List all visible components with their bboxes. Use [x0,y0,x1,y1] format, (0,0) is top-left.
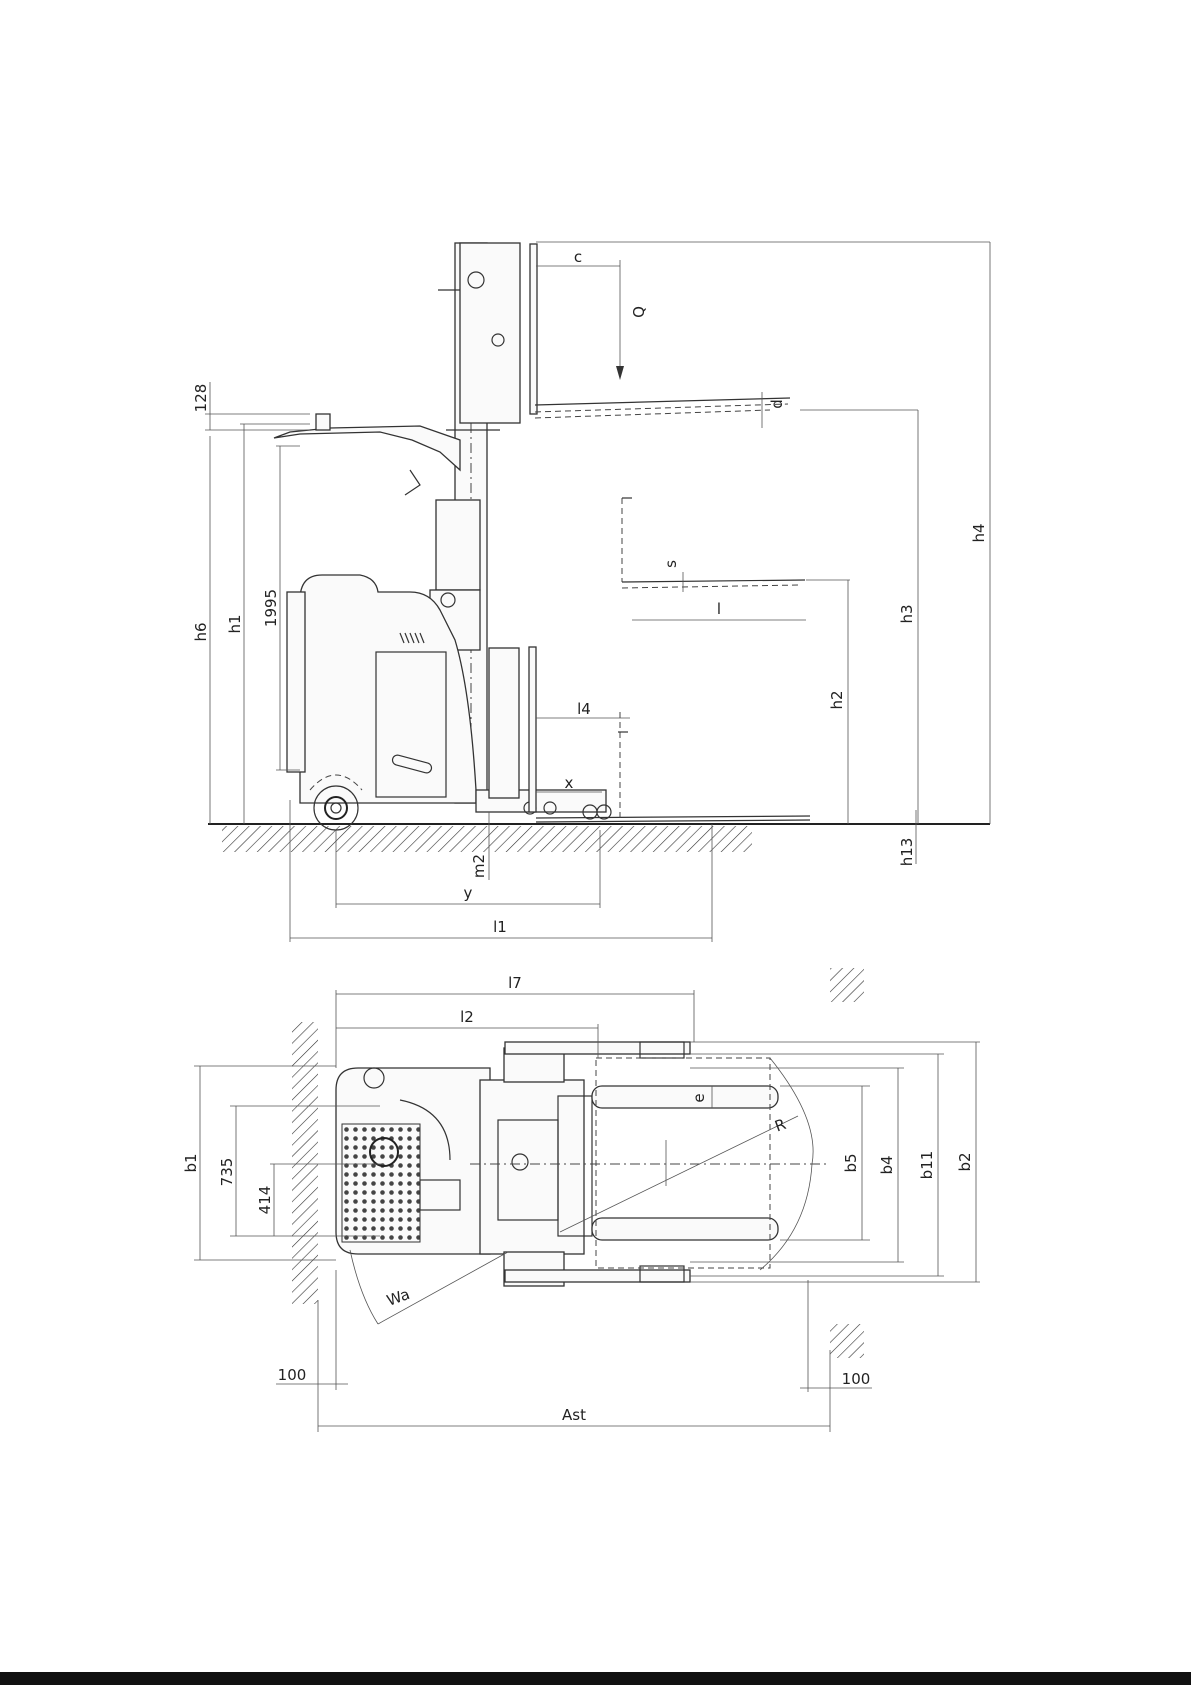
dim-e-label: e [690,1093,708,1102]
dim-l-label: l [717,600,721,618]
dim-l2-label: l2 [460,1008,474,1026]
dim-Ast-label: Ast [562,1406,586,1424]
dim-h4-label: h4 [970,523,988,542]
operator-back-rest [287,592,305,772]
dim-d-label: d [768,399,786,409]
mid-fork [622,498,805,588]
dim-128-label: 128 [192,384,210,413]
warning-light [316,414,330,430]
control-lever [405,470,420,495]
dim-414-label: 414 [256,1186,274,1215]
bottom-bar [0,1672,1191,1685]
dim-s-label: s [662,560,680,568]
raised-carriage [438,243,790,423]
overhead-guard [274,426,460,470]
dim-b11-label: b11 [918,1151,936,1180]
lower-right-wall-hatch [830,1324,864,1358]
dim-c-label: c [574,248,582,266]
top-view: R Wa l7 l2 e b5 b4 b11 b2 [182,968,980,1432]
dim-l7-label: l7 [508,974,522,992]
base-leg-upper [505,1042,690,1054]
dim-m2-label: m2 [470,854,488,878]
base-leg-lower [505,1270,690,1282]
dim-h6-label: h6 [192,622,210,641]
dim-1995-label: 1995 [262,589,280,627]
fork-upper [592,1086,778,1108]
dim-735-label: 735 [218,1158,236,1187]
dim-h13-label: h13 [898,838,916,867]
wa-arc [350,1250,378,1324]
dim-b5-label: b5 [842,1153,860,1172]
side-view: c Q d s l l4 x h4 h3 h2 h13 128 h6 [192,242,990,942]
dim-R-label: R [772,1115,788,1135]
fork-lower [592,1218,778,1240]
dim-y-label: y [464,884,473,902]
dim-h2-label: h2 [828,690,846,709]
dim-b1-label: b1 [182,1153,200,1172]
dim-100-right-label: 100 [842,1370,871,1388]
dim-Wa-label: Wa [384,1285,412,1310]
ground-hatch [222,826,752,852]
dim-b2-label: b2 [956,1152,974,1171]
left-wall-hatch [292,1022,318,1304]
floor-plate [342,1124,420,1242]
dim-b4-label: b4 [878,1155,896,1174]
dim-l4-label: l4 [577,700,591,718]
dim-x-label: x [565,774,574,792]
dim-h1-label: h1 [226,614,244,633]
dim-h3-label: h3 [898,604,916,623]
dim-l1-label: l1 [493,918,507,936]
upper-right-wall-hatch [830,968,864,1002]
dim-100-left-label: 100 [278,1366,307,1384]
dim-Q-label: Q [630,306,648,318]
